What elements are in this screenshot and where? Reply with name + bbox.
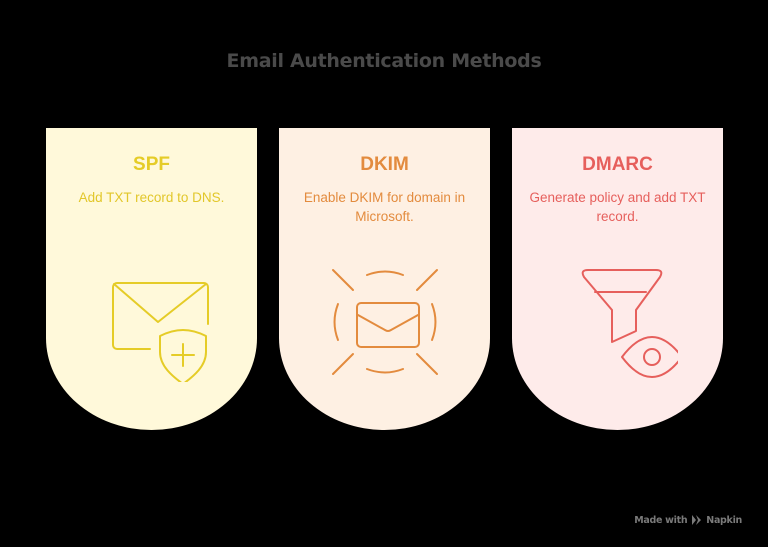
card-dmarc: DMARC Generate policy and add TXT record… [512, 128, 723, 430]
card-spf: SPF Add TXT record to DNS. [46, 128, 257, 430]
card-description: Generate policy and add TXT record. [529, 190, 706, 224]
made-with-napkin-badge[interactable]: Made with Napkin [634, 514, 742, 526]
diagram-title: Email Authentication Methods [226, 50, 542, 72]
card-title: SPF [133, 154, 170, 175]
made-with-label: Made with [634, 514, 688, 526]
funnel-eye-icon [558, 262, 678, 382]
napkin-logo-icon [691, 514, 702, 526]
napkin-brand-label: Napkin [706, 514, 742, 526]
card-title: DKIM [360, 154, 409, 175]
card-dkim: DKIM Enable DKIM for domain in Microsoft… [279, 128, 490, 430]
card-title: DMARC [582, 154, 653, 175]
envelope-shield-plus-icon [92, 262, 212, 382]
envelope-target-icon [325, 262, 445, 382]
card-description: Enable DKIM for domain in Microsoft. [303, 190, 466, 224]
card-description: Add TXT record to DNS. [78, 190, 225, 205]
